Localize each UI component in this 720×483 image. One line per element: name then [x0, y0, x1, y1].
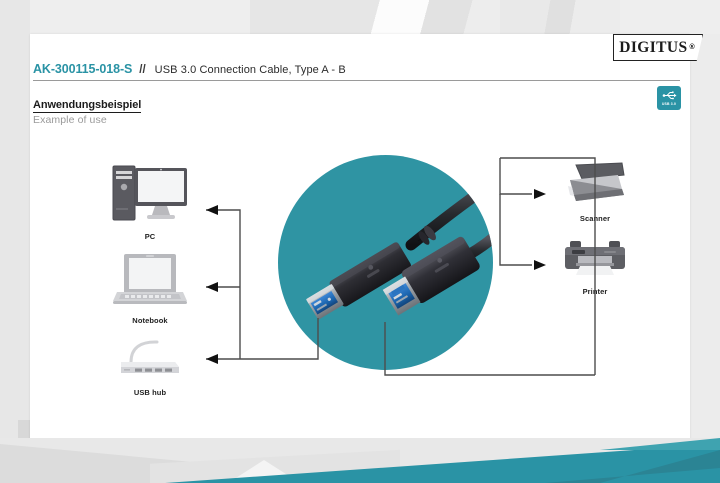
- device-notebook-label: Notebook: [132, 316, 168, 325]
- flatbed-scanner-icon: [568, 162, 625, 201]
- section-heading-de: Anwendungsbeispiel: [33, 99, 142, 113]
- usb30-badge-label: USB 3.0: [661, 101, 677, 106]
- arrow-head-notebook: [206, 282, 218, 292]
- usb-hub-icon: [121, 340, 179, 373]
- desktop-computer-icon: [112, 165, 187, 221]
- arrow-head-usb-hub: [206, 354, 218, 364]
- arrow-head-pc: [206, 205, 218, 215]
- device-pc: PC: [100, 162, 200, 241]
- arrow-head-printer: [534, 260, 546, 270]
- product-description: USB 3.0 Connection Cable, Type A - B: [154, 64, 346, 76]
- usb-trident-icon: [662, 91, 676, 100]
- product-sku: AK-300115-018-S: [33, 62, 133, 76]
- device-notebook: Notebook: [105, 252, 195, 325]
- usb30-badge: USB 3.0: [657, 86, 681, 110]
- device-scanner: Scanner: [545, 162, 645, 223]
- device-usb-hub: USB hub: [105, 340, 195, 397]
- footer-decoration: [0, 438, 720, 483]
- device-pc-label: PC: [144, 232, 156, 241]
- title-divider: [33, 80, 680, 81]
- section-heading-en: Example of use: [33, 114, 107, 126]
- cable-hero-circle: [278, 155, 493, 370]
- arrow-head-scanner: [534, 189, 546, 199]
- connection-arrows: [206, 157, 596, 376]
- background-top-facet-b: [500, 0, 620, 34]
- registered-mark-icon: ®: [689, 44, 695, 51]
- title-separator: //: [139, 64, 146, 76]
- digitus-logo-text: DIGITUS: [619, 38, 688, 56]
- background-left-band: [0, 0, 30, 483]
- device-usb-hub-label: USB hub: [133, 388, 167, 397]
- application-diagram: PC Notebook: [30, 140, 690, 410]
- product-title-row: AK-300115-018-S // USB 3.0 Connection Ca…: [33, 62, 680, 76]
- usb-cable-image: [305, 177, 493, 320]
- digitus-logo: DIGITUS®: [613, 34, 703, 61]
- laptop-icon: [113, 254, 187, 304]
